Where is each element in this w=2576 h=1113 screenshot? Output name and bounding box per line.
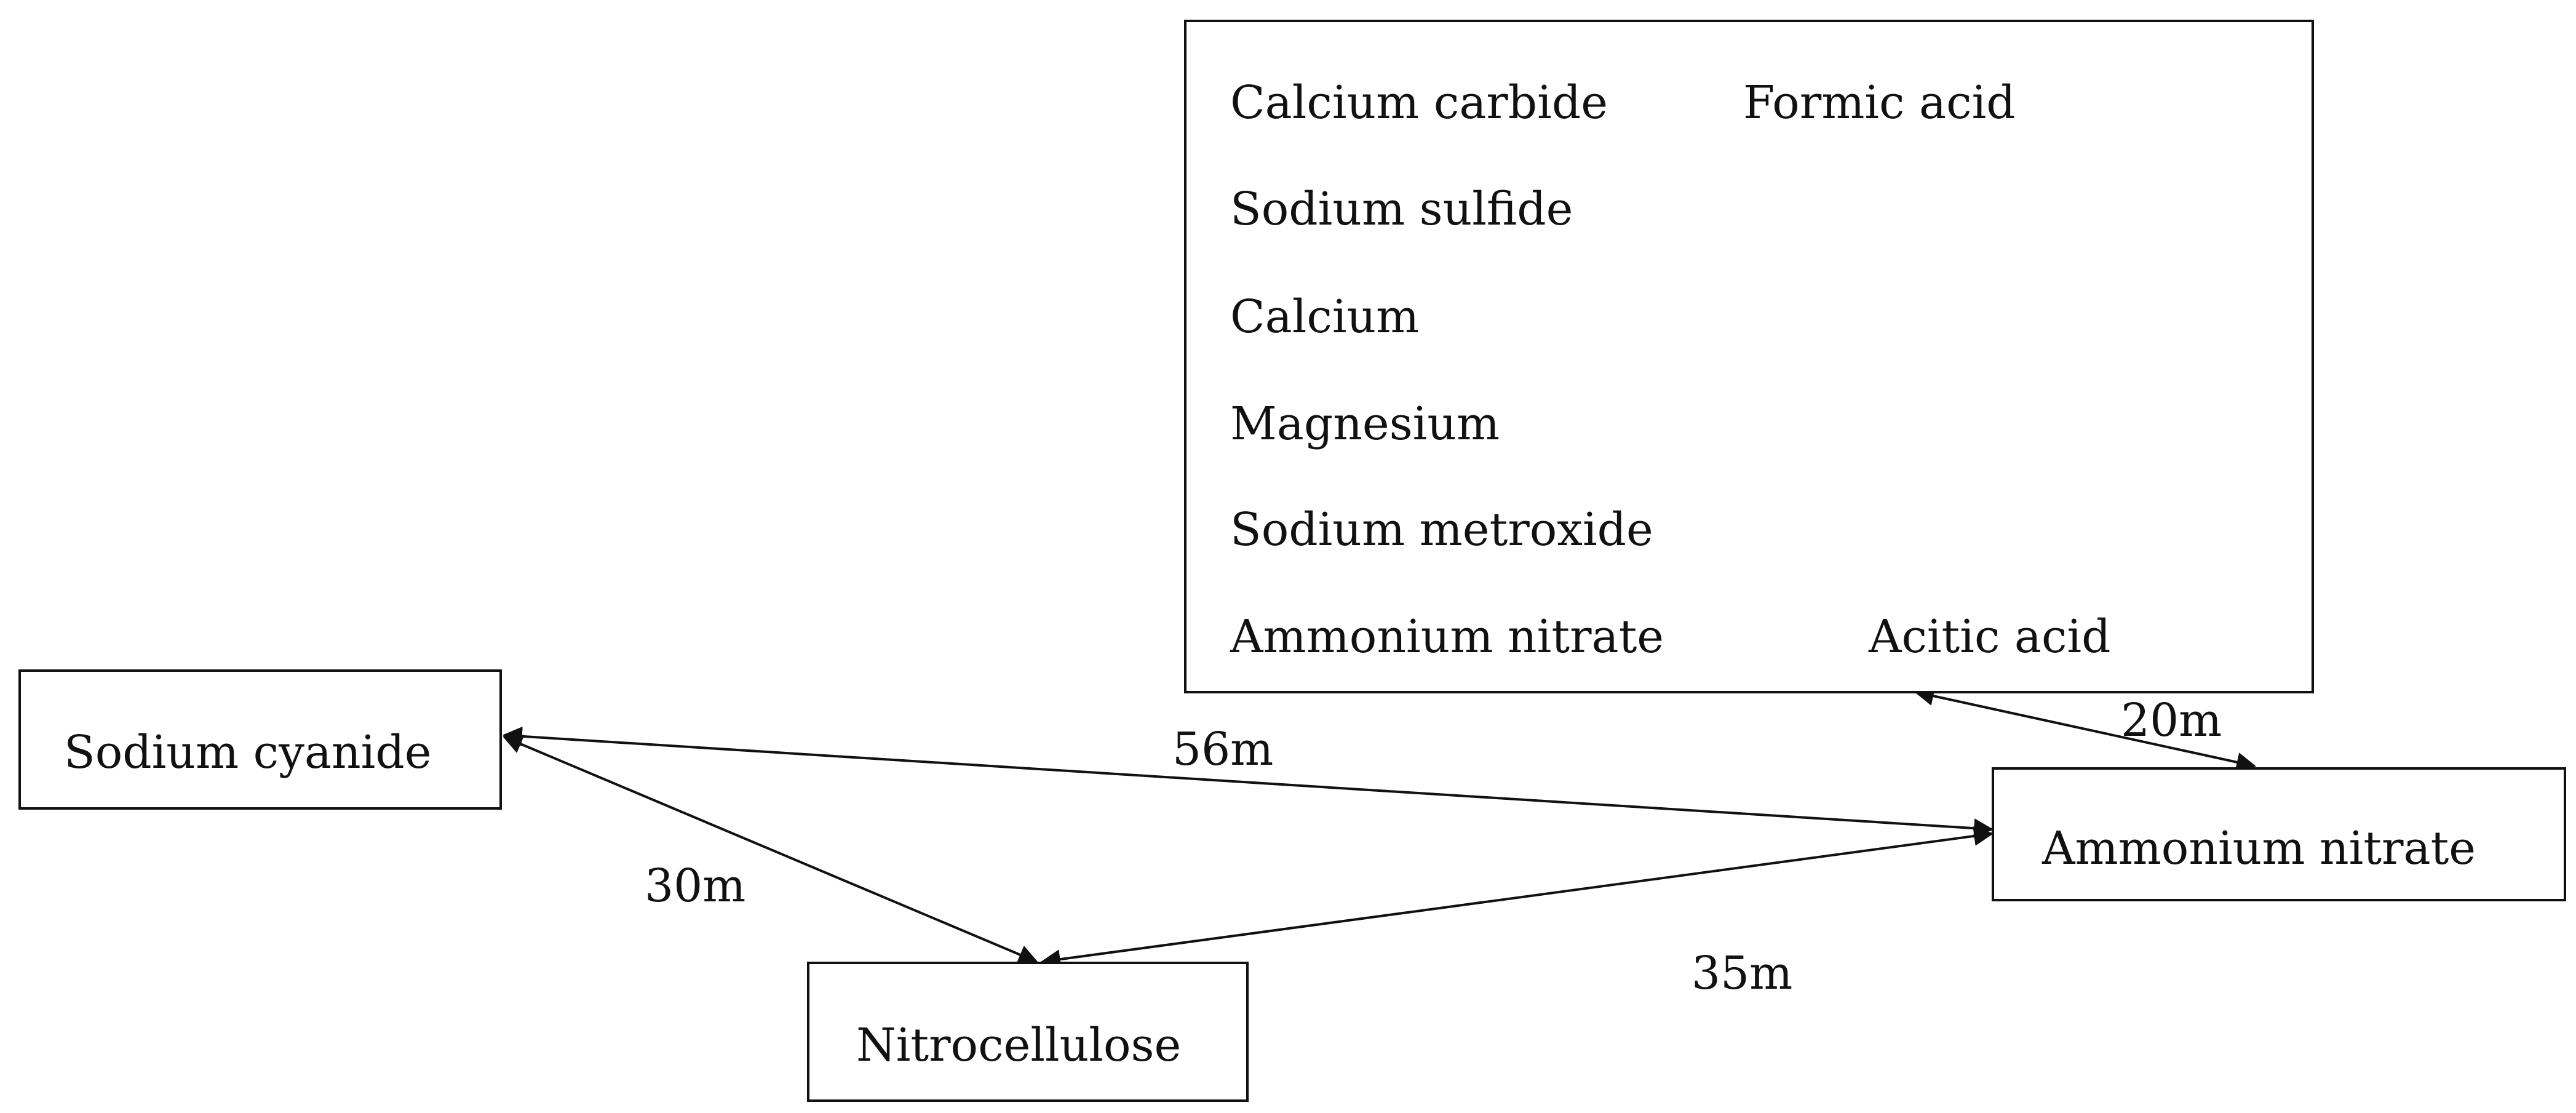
distance-label-20m: 20m bbox=[2121, 694, 2222, 747]
arrow-nitrocellulose-to-ammonium bbox=[1040, 826, 1994, 970]
chem-label-calcium-carbide: Calcium carbide bbox=[1230, 76, 1608, 129]
chem-label-acitic-acid: Acitic acid bbox=[1869, 610, 2111, 663]
distance-label-35m: 35m bbox=[1691, 947, 1793, 1000]
chem-label-formic-acid: Formic acid bbox=[1743, 76, 2016, 129]
ammonium-nitrate-box bbox=[1992, 767, 2566, 901]
chemical-group-box bbox=[1184, 20, 2314, 693]
chem-label-ammonium-nitrate-in-group: Ammonium nitrate bbox=[1230, 610, 1664, 663]
chem-label-sodium-metroxide: Sodium metroxide bbox=[1230, 503, 1653, 556]
arrow-group-to-ammonium bbox=[1914, 686, 2257, 772]
sodium-cyanide-label: Sodium cyanide bbox=[64, 726, 432, 779]
chem-label-sodium-sulfide: Sodium sulfide bbox=[1230, 183, 1573, 236]
nitrocellulose-label: Nitrocellulose bbox=[856, 1019, 1182, 1072]
chem-label-magnesium: Magnesium bbox=[1230, 397, 1500, 450]
arrow-sodium-to-nitrocellulose bbox=[503, 735, 1038, 964]
nitrocellulose-box bbox=[807, 962, 1249, 1102]
distance-label-56m: 56m bbox=[1172, 723, 1274, 776]
ammonium-nitrate-label: Ammonium nitrate bbox=[2042, 822, 2476, 875]
sodium-cyanide-box bbox=[18, 669, 502, 810]
chem-label-calcium: Calcium bbox=[1230, 290, 1420, 343]
distance-label-30m: 30m bbox=[645, 860, 746, 912]
